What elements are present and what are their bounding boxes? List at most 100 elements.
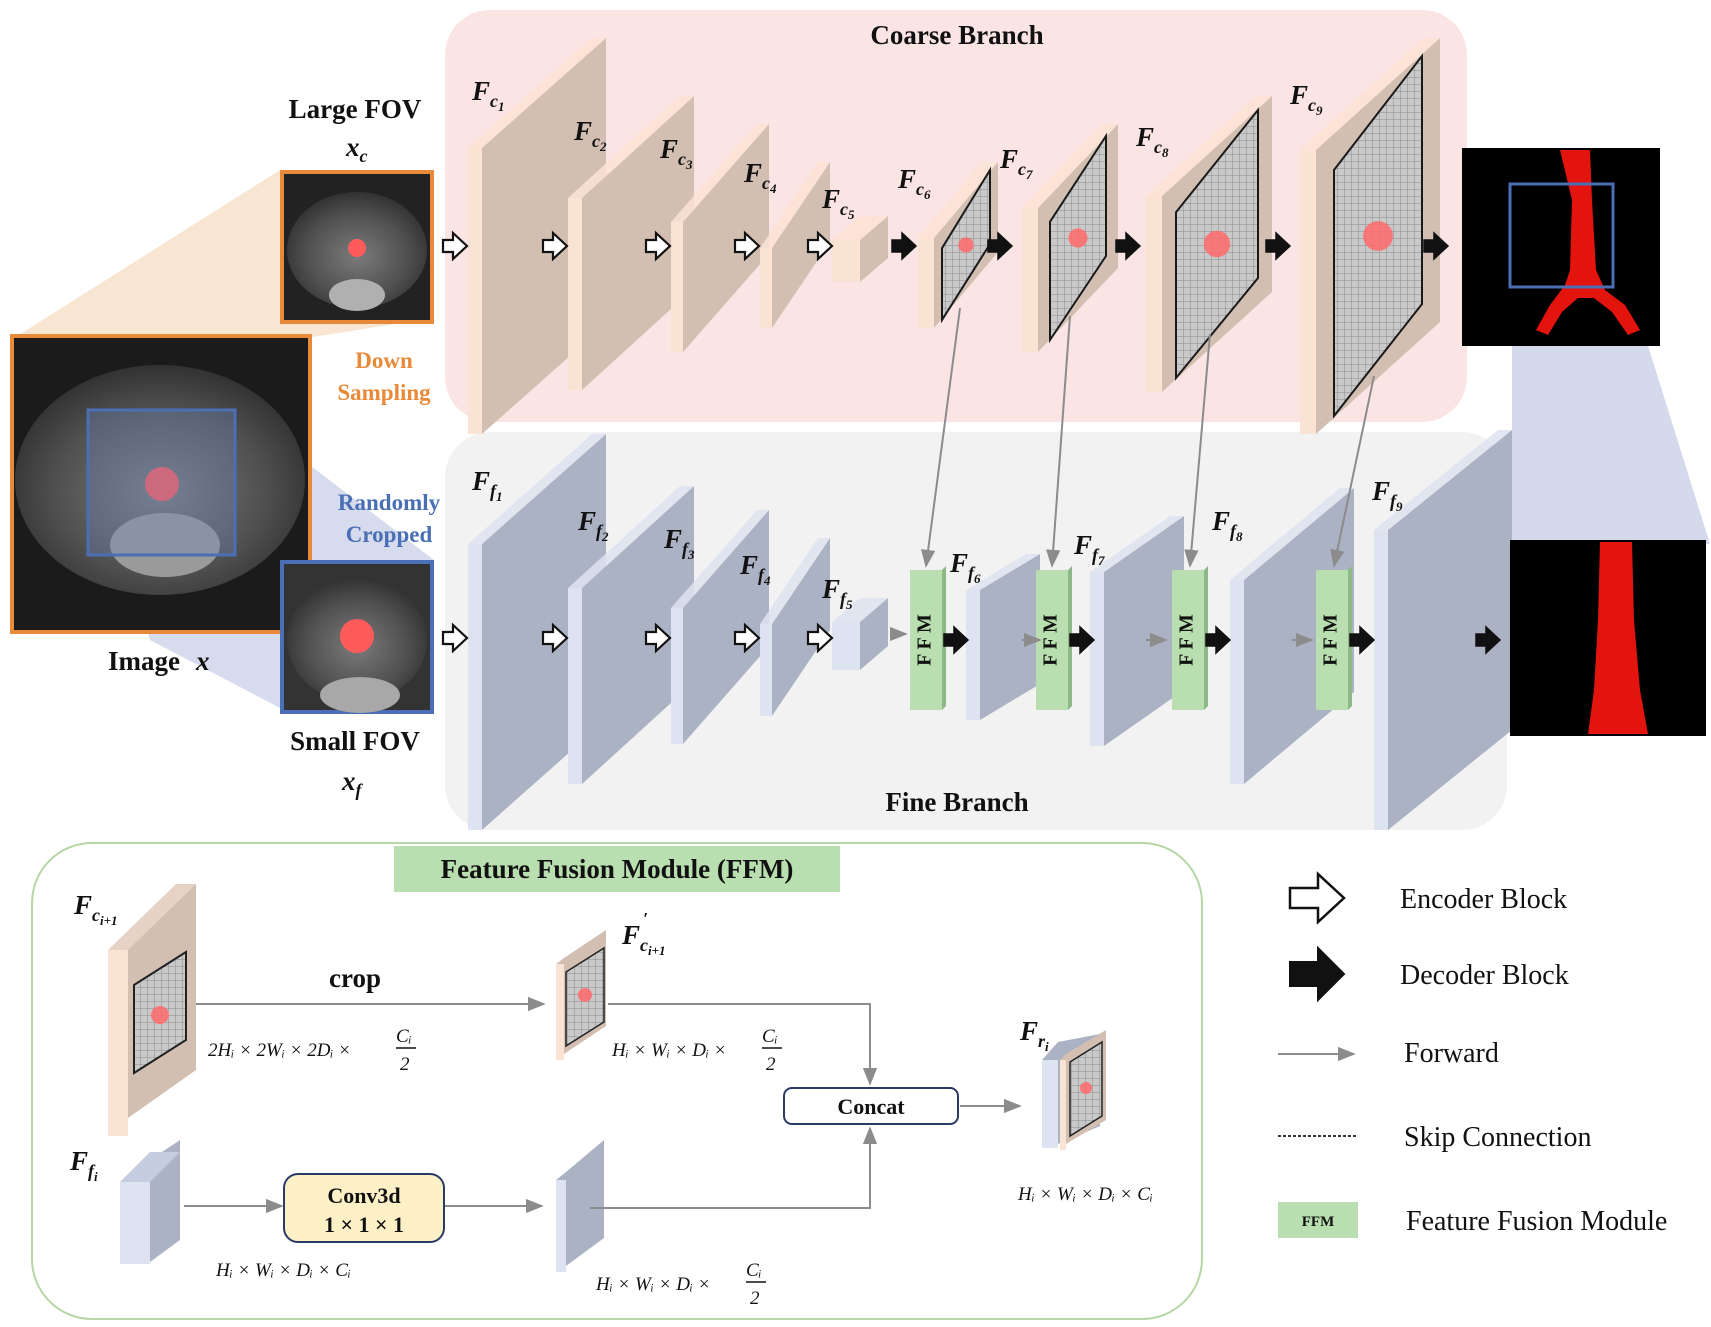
ffm-block-4: F F M (1316, 566, 1352, 710)
coarse-encoder-arrow-3 (644, 230, 672, 262)
fine-block-2 (568, 486, 694, 784)
coarse-encoder-arrow-5 (806, 230, 834, 262)
fine-encoder-arrow-1 (441, 622, 469, 654)
coarse-block-9 (1300, 38, 1440, 434)
dim-top-left-den: 2 (400, 1054, 410, 1075)
coarse-branch-title: Coarse Branch (870, 20, 1043, 50)
input-images: Large FOV xc Small FOV xf Image x Down S… (10, 94, 441, 800)
fine-decoder-arrow-4 (1349, 625, 1376, 655)
fine-label-8: Ff8 (1211, 506, 1243, 544)
down-sampling-label-2: Sampling (337, 380, 431, 405)
dim-out: Hᵢ × Wᵢ × Dᵢ × Cᵢ (1017, 1184, 1153, 1205)
fine-label-1: Ff1 (471, 466, 503, 504)
coarse-block-7 (1022, 124, 1118, 352)
coarse-decoder-arrow-2 (987, 231, 1014, 261)
coarse-block-3 (671, 124, 769, 352)
coarse-decoder-arrow-1 (891, 231, 918, 261)
fine-block-6 (966, 554, 1040, 720)
small-fov-label: Small FOV (290, 726, 420, 756)
coarse-decoder-arrow-5 (1423, 231, 1450, 261)
ffm-block-label-1: F F M (914, 614, 936, 666)
encoder-legend-icon (1288, 871, 1346, 925)
ffm-legend-label: Feature Fusion Module (1406, 1206, 1667, 1237)
fine-label-9: Ff9 (1371, 476, 1403, 514)
coarse-block-4 (760, 162, 830, 328)
crop-label: crop (329, 963, 381, 993)
coarse-block-2 (568, 96, 694, 390)
image-var: x (195, 646, 210, 676)
output-images (1462, 148, 1710, 736)
fine-label-7: Ff7 (1073, 530, 1105, 568)
ffm-panel: Feature Fusion Module (FFM) (31, 842, 1203, 1320)
ffm-block-3: F F M (1172, 566, 1208, 710)
skip-arrow-1 (920, 307, 961, 568)
fine-block-5 (832, 598, 888, 670)
conv3d-label-2: 1 × 1 × 1 (324, 1212, 404, 1237)
coarse-label-4: Fc4 (743, 158, 777, 196)
coarse-label-6: Fc6 (897, 164, 931, 202)
ff-i-label: Ffi (69, 1146, 98, 1184)
dim-bot-mid-num: Cᵢ (746, 1260, 762, 1281)
vessel-fine (1588, 542, 1648, 734)
coarse-block-8 (1146, 96, 1272, 392)
coarse-label-8: Fc8 (1135, 122, 1169, 160)
coarse-block-5 (832, 216, 888, 282)
coarse-decoder-arrow-4 (1265, 231, 1292, 261)
dim-bot-left: Hᵢ × Wᵢ × Dᵢ × Cᵢ (215, 1260, 351, 1281)
dim-bot-mid: Hᵢ × Wᵢ × Dᵢ × (595, 1274, 711, 1295)
fine-block-7 (1090, 516, 1184, 746)
random-crop-label-2: Cropped (346, 522, 433, 547)
coarse-decoder-arrow-3 (1115, 231, 1142, 261)
fcp-prime: ′ (643, 909, 648, 929)
ffm-block-1: F F M (910, 566, 946, 710)
ffm-legend-icon (1278, 1202, 1358, 1238)
fcp-i1-label: Fci+1 (621, 920, 666, 958)
fine-label-6: Ff6 (949, 548, 981, 586)
vessel-coarse (1536, 150, 1640, 335)
encoder-legend-label: Encoder Block (1400, 884, 1567, 915)
coarse-label-3: Fc3 (659, 134, 693, 172)
dim-top-left: 2Hᵢ × 2Wᵢ × 2Dᵢ × (208, 1040, 351, 1061)
fine-label-2: Ff2 (577, 506, 609, 544)
coarse-encoder-arrow-1 (441, 230, 469, 262)
forward-legend-label: Forward (1404, 1038, 1499, 1069)
crop-region (86, 408, 237, 557)
down-sampling-label-1: Down (355, 348, 413, 373)
fr-i-label: Fri (1019, 1016, 1049, 1054)
concat-label: Concat (837, 1094, 905, 1119)
fine-encoder-arrow-2 (541, 622, 569, 654)
dim-top-mid: Hᵢ × Wᵢ × Dᵢ × (611, 1040, 727, 1061)
large-fov-var: xc (345, 132, 368, 166)
fc-i1-label: Fci+1 (73, 890, 118, 928)
conv3d-box (283, 1173, 445, 1243)
fine-block-9 (1374, 430, 1512, 830)
ffm-legend-badge: FFM (1302, 1214, 1334, 1230)
fine-encoder-arrow-4 (733, 622, 761, 654)
zoom-projection (1512, 288, 1710, 544)
coarse-block-6 (918, 162, 998, 328)
coarse-label-9: Fc9 (1289, 80, 1323, 118)
skip-legend-label: Skip Connection (1404, 1122, 1591, 1153)
fine-label-3: Ff3 (663, 524, 695, 562)
fine-encoder-arrow-3 (644, 622, 672, 654)
conv3d-label-1: Conv3d (327, 1183, 400, 1208)
ffm-panel-title-box (394, 846, 840, 892)
fine-block-4 (760, 538, 830, 716)
fine-decoder-arrow-2 (1069, 625, 1096, 655)
fine-decoder-arrow-1 (943, 625, 970, 655)
fine-encoder-arrow-5 (806, 622, 834, 654)
ffm-panel-border (31, 842, 1203, 1320)
flow-arrows (441, 230, 1502, 655)
ffm-block-2: F F M (1036, 566, 1072, 710)
dim-top-mid-num: Cᵢ (762, 1026, 778, 1047)
skip-arrow-3 (1184, 333, 1211, 568)
legend: Encoder Block Decoder Block Forward Skip… (1278, 871, 1667, 1238)
fine-label-5: Ff5 (821, 574, 853, 612)
coarse-encoder-arrow-2 (541, 230, 569, 262)
ffm-block-label-4: F F M (1320, 614, 1342, 666)
coarse-output-roi (1508, 182, 1615, 289)
ffm-block-label-2: F F M (1040, 614, 1062, 666)
